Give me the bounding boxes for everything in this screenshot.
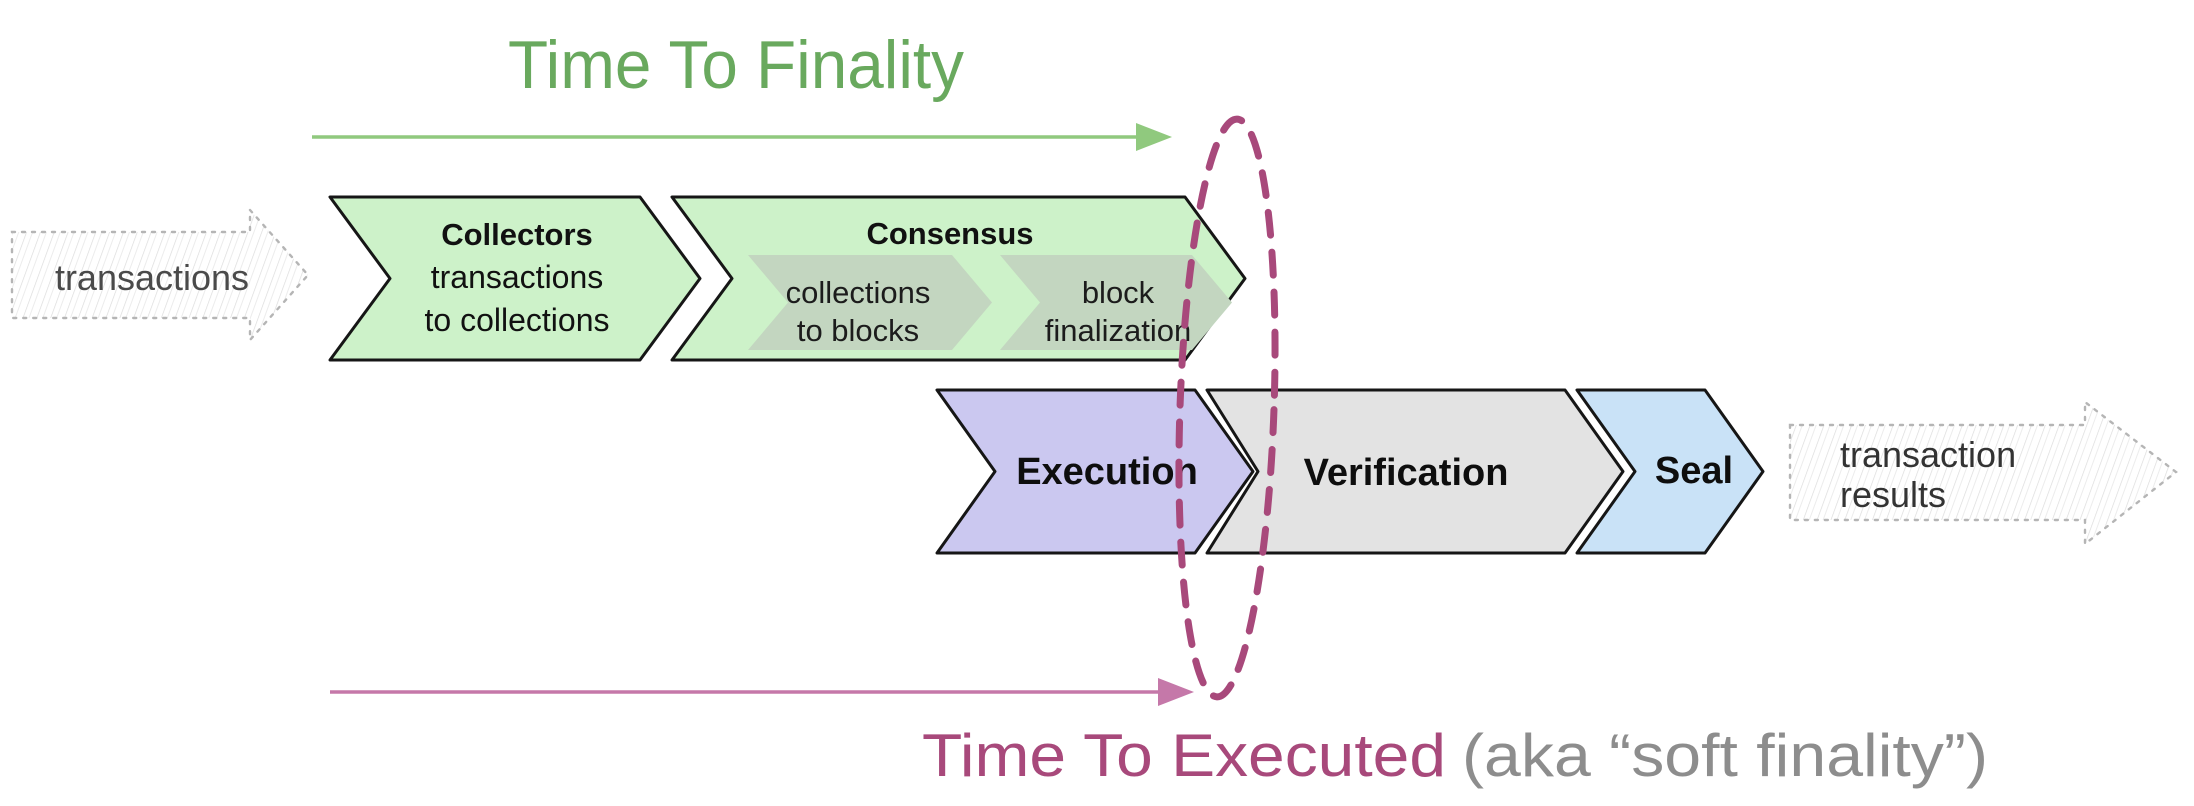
substage2-line1: block [1082, 275, 1155, 310]
collectors-title: Collectors [441, 217, 593, 252]
execution-title: Execution [1016, 451, 1198, 493]
substage1-line2: to blocks [797, 313, 919, 348]
soft-finality-boundary-ellipse [1175, 115, 1279, 701]
consensus-substage-collections-to-blocks: collections to blocks [748, 255, 992, 350]
time-to-finality-arrow [312, 123, 1172, 151]
time-to-finality-arrowhead-icon [1136, 123, 1172, 151]
consensus-substage-block-finalization: block finalization [1000, 255, 1232, 350]
consensus-stage: Consensus collections to blocks block fi… [670, 195, 1247, 362]
verification-title: Verification [1304, 452, 1509, 494]
transaction-results-line1: transaction [1840, 434, 2016, 475]
collectors-line2: to collections [425, 302, 610, 338]
transaction-results-output-arrow: transaction results [1788, 399, 2178, 547]
substage2-line2: finalization [1045, 313, 1191, 348]
transactions-input-arrow: transactions [10, 206, 310, 344]
substage1-line1: collections [786, 275, 931, 310]
consensus-title: Consensus [866, 216, 1033, 251]
seal-stage: Seal [1575, 388, 1765, 555]
collectors-line1: transactions [431, 259, 604, 295]
time-to-executed-arrowhead-icon [1158, 678, 1194, 706]
transactions-input-label: transactions [55, 257, 249, 298]
transaction-results-line2: results [1840, 474, 1946, 515]
time-to-executed-subtitle: (aka “soft finality”) [1462, 722, 1988, 789]
time-to-executed-arrow [330, 678, 1194, 706]
seal-title: Seal [1655, 450, 1733, 492]
execution-stage: Execution [935, 388, 1255, 555]
time-to-executed-title: Time To Executed [922, 722, 1446, 789]
verification-stage: Verification [1205, 388, 1625, 555]
time-to-finality-title: Time To Finality [508, 27, 964, 103]
collectors-stage: Collectors transactions to collections [328, 195, 702, 362]
